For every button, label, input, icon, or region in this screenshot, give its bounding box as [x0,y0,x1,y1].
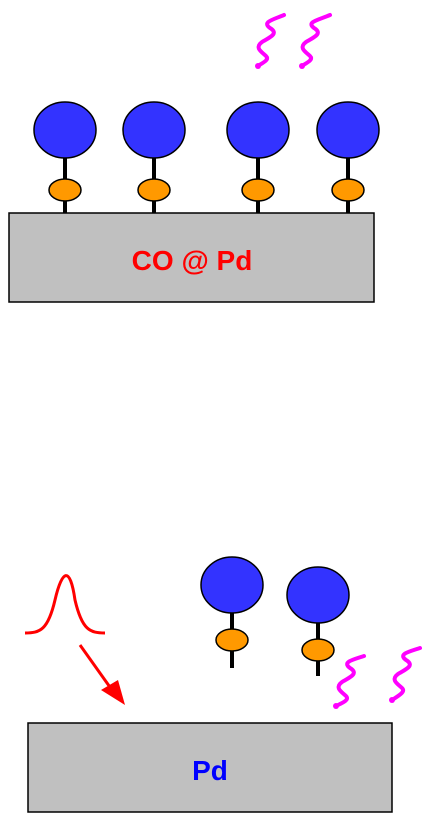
desorbed-co-molecules [200,556,350,676]
carbon-atom [137,178,171,202]
laser-pulse-icon [24,574,106,635]
oxygen-atom [200,556,264,614]
wavy-emission-icon [333,646,422,709]
oxygen-atom [122,101,186,159]
surface-label-top: CO @ Pd [132,245,253,276]
carbon-atom [215,628,249,652]
carbon-atom [48,178,82,202]
oxygen-atom [33,101,97,159]
arrow-down-right-icon [78,644,125,705]
pd-surface-top [8,212,375,303]
surface-label-bottom: Pd [192,755,228,786]
co-molecule [33,101,97,218]
carbon-atom [301,638,335,662]
co-molecule [286,566,350,676]
pd-surface-bottom [27,722,393,813]
oxygen-atom [226,101,290,159]
carbon-atom [241,178,275,202]
adsorbed-co-molecules [33,101,380,218]
wavy-emission-icon [255,13,332,69]
co-molecule [226,101,290,218]
co-molecule [122,101,186,218]
co-molecule [316,101,380,218]
carbon-atom [331,178,365,202]
top-panel: CO @ Pd [8,13,380,303]
co-molecule [200,556,264,668]
oxygen-atom [316,101,380,159]
bottom-panel: Pd [24,556,422,813]
oxygen-atom [286,566,350,624]
